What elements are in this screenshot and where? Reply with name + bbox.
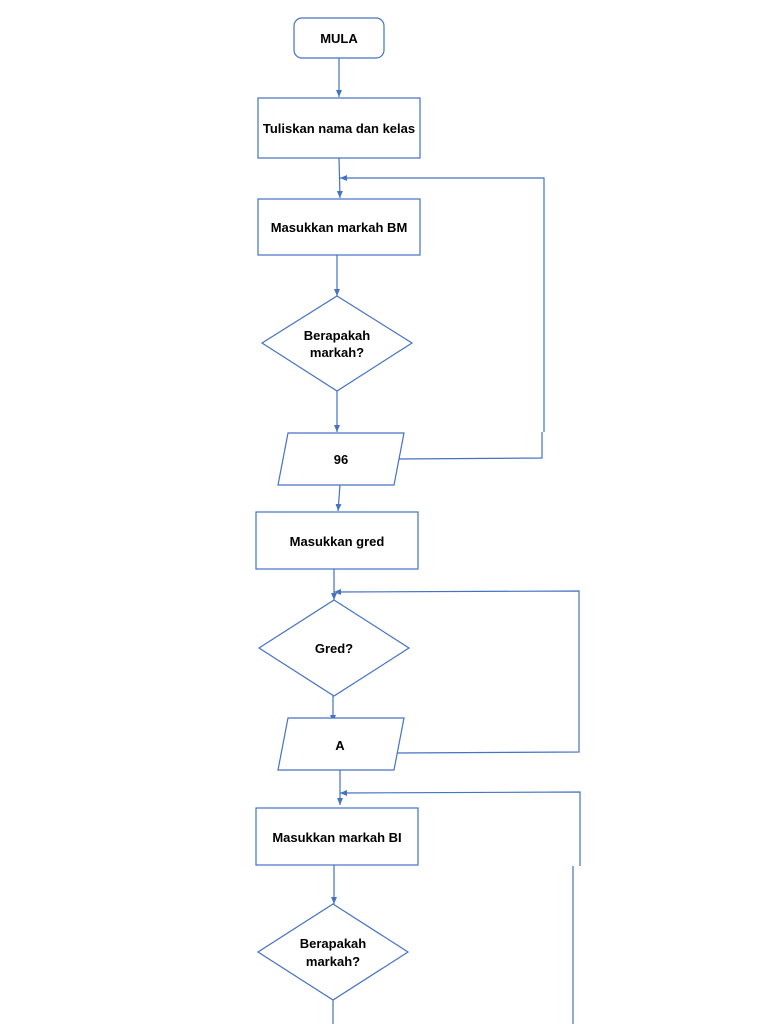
enter-mark-bi-label: Masukkan markah BI [272, 830, 401, 845]
write-name-class-label: Tuliskan nama dan kelas [263, 121, 415, 136]
ask-grade-decision: Gred? [257, 599, 411, 697]
output-a-parallelogram: A [277, 717, 405, 771]
loop-a-to-grade [333, 588, 580, 754]
output-96-parallelogram: 96 [277, 432, 405, 486]
enter-mark-bi-process: Masukkan markah BI [255, 807, 419, 866]
start-label: MULA [320, 31, 358, 46]
enter-grade-label: Masukkan gred [290, 534, 385, 549]
arrow-write-to-enter-bm [336, 157, 343, 199]
ask-mark-1-line2: markah? [310, 345, 364, 360]
enter-mark-bm-process: Masukkan markah BM [257, 198, 421, 256]
enter-mark-bm-label: Masukkan markah BM [271, 220, 408, 235]
arrow-96-to-enter-grade [335, 484, 342, 512]
ask-mark-2-line2: markah? [306, 954, 360, 969]
ask-mark-1-line1: Berapakah [304, 328, 371, 343]
enter-grade-process: Masukkan gred [255, 511, 419, 570]
loop-into-enter-bi [339, 789, 581, 866]
start-terminator: MULA [293, 17, 385, 59]
ask-grade-label: Gred? [315, 641, 353, 656]
ask-mark-decision-2: Berapakah markah? [256, 903, 410, 1001]
write-name-class-process: Tuliskan nama dan kelas [257, 97, 421, 159]
loop-96-to-enter-bm [395, 432, 543, 460]
ask-mark-decision-1: Berapakah markah? [260, 295, 414, 392]
output-96-label: 96 [334, 452, 348, 467]
output-a-label: A [335, 738, 345, 753]
ask-mark-2-line1: Berapakah [300, 936, 367, 951]
loop-96-to-enter-bm-top [340, 175, 545, 432]
